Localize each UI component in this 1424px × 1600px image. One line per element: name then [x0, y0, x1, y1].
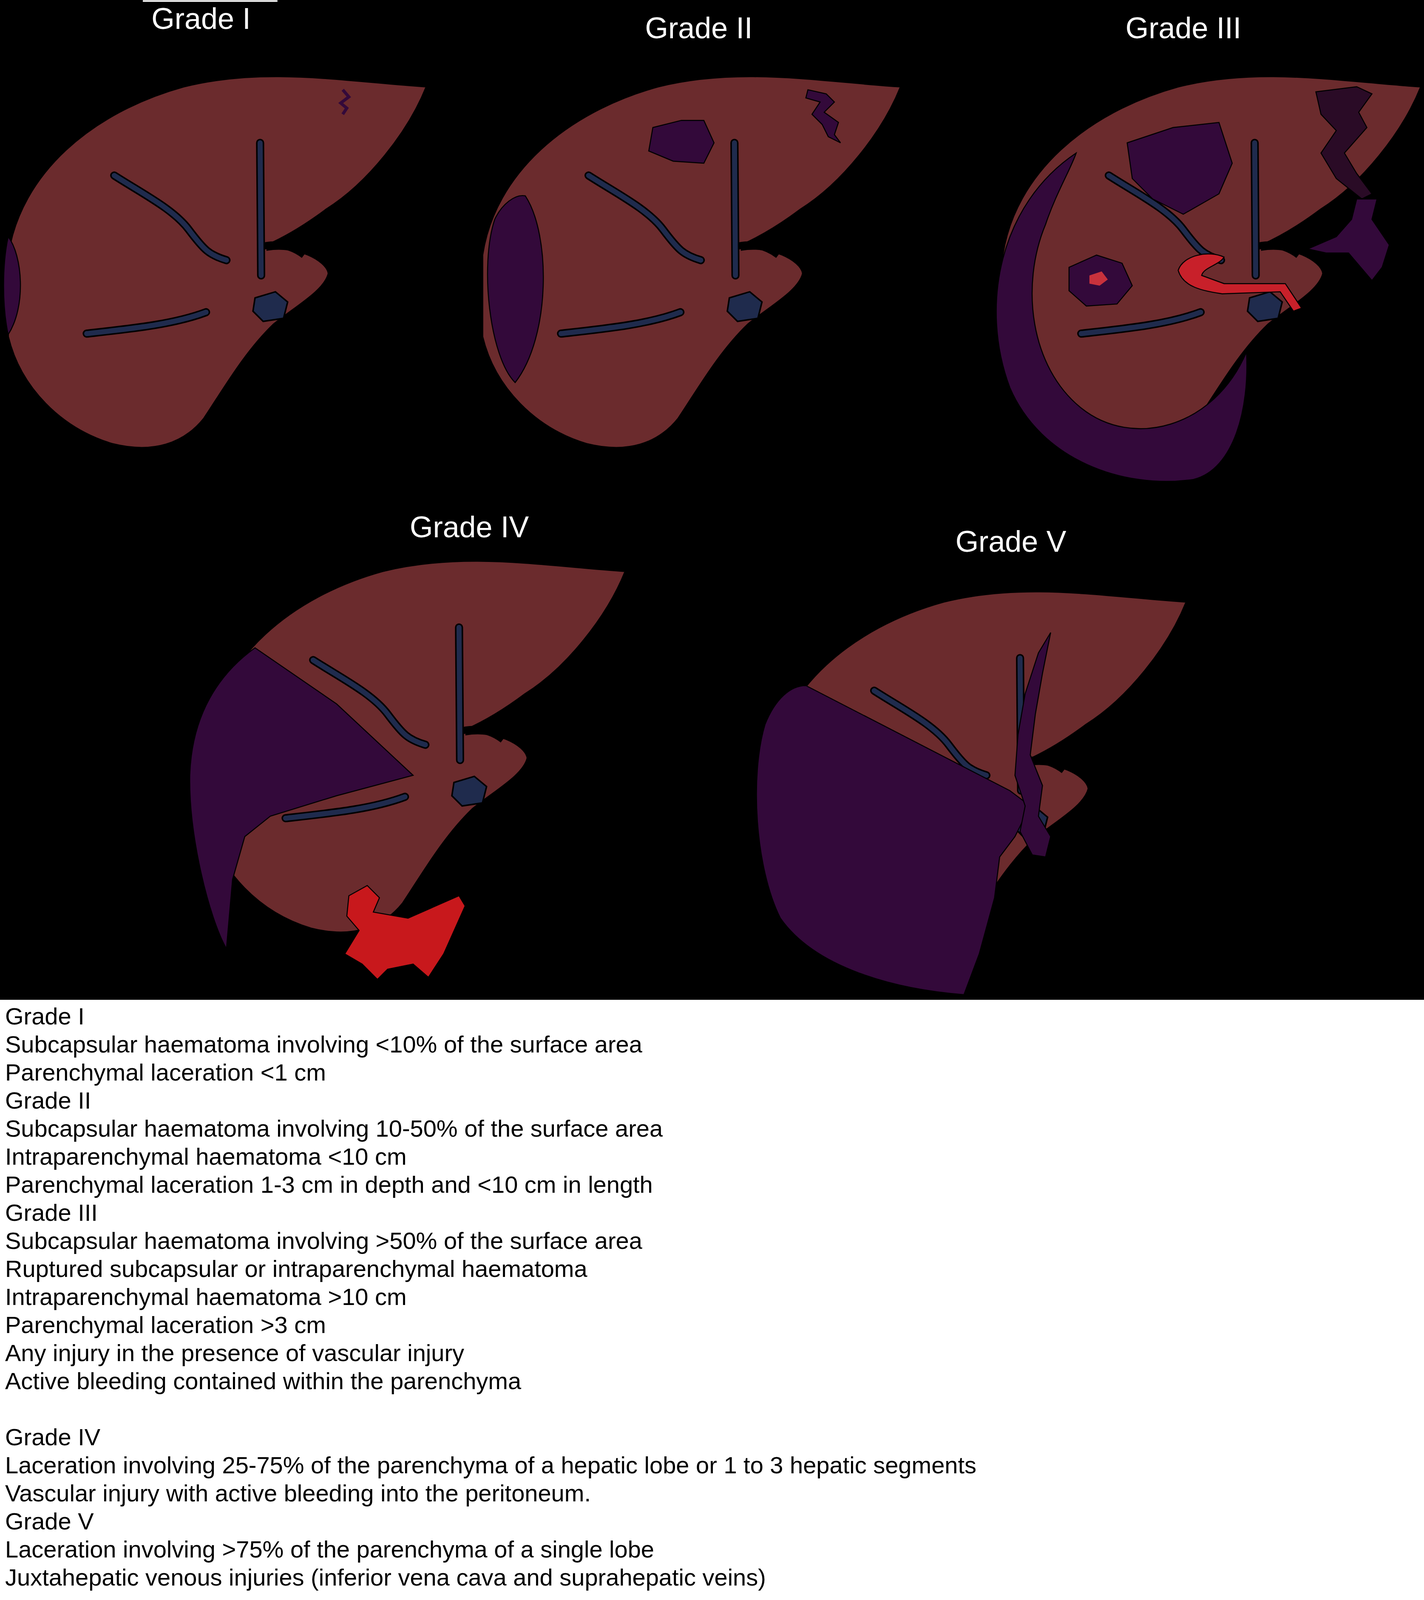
- grade-title: Grade III: [1125, 11, 1242, 46]
- criteria-text: Subcapsular haematoma involving >50% of …: [5, 1226, 643, 1255]
- intraparenchymal-haematoma: [1127, 122, 1233, 215]
- laceration: [805, 89, 841, 143]
- laceration: [340, 89, 349, 115]
- criteria-text: Subcapsular haematoma involving 10-50% o…: [5, 1114, 663, 1143]
- criteria-text: Parenchymal laceration >3 cm: [5, 1310, 327, 1339]
- criteria-text: Vascular injury with active bleeding int…: [5, 1479, 591, 1508]
- criteria-text: Grade III: [5, 1198, 98, 1227]
- criteria-text: Subcapsular haematoma involving <10% of …: [5, 1030, 643, 1059]
- grade-title: Grade V: [955, 524, 1067, 559]
- subcapsular-haematoma: [487, 195, 544, 383]
- criteria-text: Intraparenchymal haematoma >10 cm: [5, 1282, 407, 1311]
- criteria-text: Any injury in the presence of vascular i…: [5, 1338, 465, 1368]
- criteria-text: Grade V: [5, 1507, 94, 1536]
- criteria-text: Grade II: [5, 1086, 91, 1115]
- ruptured-haematoma: [1307, 198, 1390, 281]
- grade-title: Grade I: [151, 1, 251, 36]
- intraparenchymal-haematoma: [1069, 255, 1133, 307]
- criteria-text: Intraparenchymal haematoma <10 cm: [5, 1142, 407, 1171]
- grade-title: Grade IV: [409, 510, 529, 545]
- criteria-text: Laceration involving 25-75% of the paren…: [5, 1451, 977, 1480]
- active-bleeding: [344, 885, 466, 980]
- criteria-text: Active bleeding contained within the par…: [5, 1367, 522, 1396]
- criteria-text: Juxtahepatic venous injuries (inferior v…: [5, 1563, 766, 1592]
- laceration-haematoma: [189, 647, 414, 949]
- rule-line: [142, 0, 278, 3]
- contained-bleeding: [1089, 271, 1108, 286]
- criteria-text: Parenchymal laceration <1 cm: [5, 1058, 327, 1087]
- subcapsular-haematoma: [3, 236, 21, 335]
- subcapsular-haematoma: [996, 153, 1248, 482]
- criteria-text: Laceration involving >75% of the parench…: [5, 1535, 655, 1564]
- laceration: [1316, 86, 1373, 199]
- laceration-haematoma: [756, 685, 1031, 995]
- venous-injury: [1015, 632, 1051, 857]
- criteria-text: Parenchymal laceration 1-3 cm in depth a…: [5, 1170, 653, 1199]
- liver-grade-1: [8, 76, 427, 448]
- liver-grade-2: [482, 76, 901, 448]
- liver-illustration: [0, 0, 1424, 1000]
- grade-title: Grade II: [645, 11, 753, 46]
- criteria-text: Grade IV: [5, 1423, 101, 1452]
- criteria-text: Grade I: [5, 1002, 85, 1031]
- criteria-text: Ruptured subcapsular or intraparenchymal…: [5, 1254, 588, 1283]
- intraparenchymal-haematoma: [648, 120, 715, 164]
- vascular-injury: [1178, 253, 1302, 312]
- black-panel: [0, 0, 1424, 1000]
